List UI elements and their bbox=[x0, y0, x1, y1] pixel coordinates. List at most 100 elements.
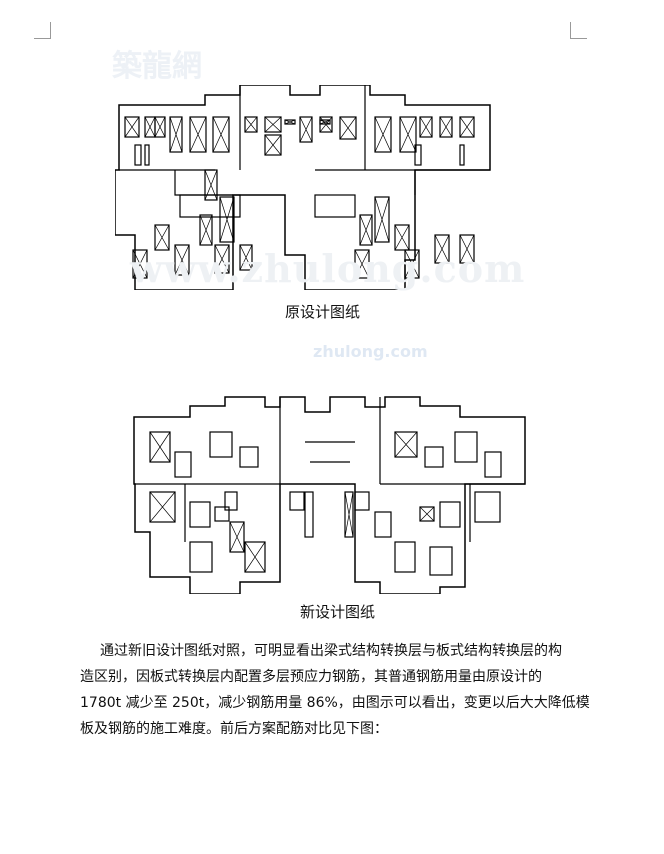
shaft-cross bbox=[394, 431, 418, 458]
paragraph-line: 通过新旧设计图纸对照，可明显看出梁式结构转换层与板式结构转换层的构 bbox=[100, 643, 562, 659]
shaft-cross bbox=[359, 214, 373, 246]
plan-room bbox=[344, 491, 354, 538]
plan-room bbox=[359, 214, 373, 246]
plan-room bbox=[179, 194, 241, 218]
paragraph-line: 板及钢筋的施工难度。前后方案配筋对比见下图： bbox=[80, 721, 388, 737]
plan-room bbox=[454, 431, 478, 463]
shaft-cross bbox=[154, 116, 166, 138]
plan-room bbox=[149, 431, 171, 463]
shaft-cross bbox=[394, 224, 410, 251]
plan-room bbox=[404, 249, 420, 279]
shaft-cross bbox=[149, 491, 176, 523]
plan-room bbox=[304, 491, 314, 538]
plan-room bbox=[289, 491, 305, 511]
shaft-cross bbox=[189, 116, 207, 153]
shaft-cross bbox=[299, 116, 313, 143]
shaft-cross bbox=[319, 119, 331, 125]
plan-room bbox=[459, 116, 475, 138]
plan-room bbox=[134, 144, 142, 166]
shaft-cross bbox=[149, 431, 171, 463]
shaft-cross bbox=[144, 116, 156, 138]
plan-room bbox=[394, 541, 416, 573]
watermark-small: zhulong.com bbox=[313, 342, 428, 361]
plan-room bbox=[374, 511, 392, 538]
plan-room bbox=[459, 234, 475, 264]
shaft-cross bbox=[419, 506, 435, 522]
plan-room bbox=[244, 541, 266, 573]
shaft-cross bbox=[459, 116, 475, 138]
plan-room bbox=[319, 119, 331, 125]
plan-room bbox=[154, 224, 170, 251]
shaft-cross bbox=[132, 249, 148, 279]
plan-room bbox=[484, 451, 502, 478]
plan-room bbox=[264, 116, 282, 133]
plan-room bbox=[459, 144, 465, 166]
shaft-cross bbox=[244, 116, 258, 133]
shaft-cross bbox=[419, 116, 433, 138]
plan-room bbox=[174, 244, 190, 276]
shaft-cross bbox=[374, 116, 392, 153]
plan-room bbox=[419, 506, 435, 522]
plan-room bbox=[429, 546, 453, 576]
watermark-logo: 築龍網 bbox=[112, 49, 202, 84]
plan-room bbox=[354, 249, 370, 279]
shaft-cross bbox=[214, 244, 230, 274]
shaft-cross bbox=[434, 234, 450, 264]
plan-room bbox=[299, 116, 313, 143]
plan-room bbox=[434, 234, 450, 264]
plan-room bbox=[394, 431, 418, 458]
shaft-cross bbox=[239, 244, 253, 271]
plan-room bbox=[399, 116, 417, 153]
plan-room bbox=[264, 134, 282, 156]
shaft-cross bbox=[284, 119, 296, 125]
paragraph-line: 造区别，因板式转换层内配置多层预应力钢筋，其普通钢筋用量由原设计的 bbox=[80, 669, 542, 685]
watermark-url: www.zhulong.com bbox=[130, 246, 526, 291]
page-corner-mark bbox=[570, 22, 587, 39]
plan-room bbox=[219, 196, 235, 243]
plan-room bbox=[239, 244, 253, 271]
plan-room bbox=[212, 116, 230, 153]
figure-caption-new: 新设计图纸 bbox=[300, 603, 376, 621]
shaft-cross bbox=[199, 214, 213, 246]
plan-room bbox=[199, 214, 213, 246]
plan-room bbox=[189, 541, 213, 573]
plan-room bbox=[354, 491, 370, 511]
plan-room bbox=[149, 491, 176, 523]
plan-room bbox=[374, 196, 390, 243]
plan-room bbox=[419, 116, 433, 138]
plan-room bbox=[209, 431, 233, 458]
plan-room bbox=[439, 501, 461, 528]
body-paragraph: 通过新旧设计图纸对照，可明显看出梁式结构转换层与板式结构转换层的构 造区别，因板… bbox=[80, 638, 590, 742]
plan-room bbox=[314, 194, 356, 218]
shaft-cross bbox=[174, 244, 190, 276]
shaft-cross bbox=[212, 116, 230, 153]
shaft-cross bbox=[264, 134, 282, 156]
shaft-cross bbox=[219, 196, 235, 243]
shaft-cross bbox=[169, 116, 183, 153]
plan-room bbox=[239, 446, 259, 468]
shaft-cross bbox=[459, 234, 475, 264]
shaft-cross bbox=[399, 116, 417, 153]
shaft-cross bbox=[229, 521, 245, 553]
plan-room bbox=[154, 116, 166, 138]
plan-room bbox=[224, 491, 238, 511]
shaft-cross bbox=[339, 116, 357, 140]
shaft-cross bbox=[344, 491, 354, 538]
original-design-floor-plan bbox=[115, 85, 491, 290]
shaft-cross bbox=[439, 116, 453, 138]
plan-room bbox=[439, 116, 453, 138]
plan-room bbox=[189, 116, 207, 153]
plan-room bbox=[244, 116, 258, 133]
new-design-floor-plan bbox=[133, 396, 526, 594]
plan-room bbox=[214, 244, 230, 274]
plan-room bbox=[169, 116, 183, 153]
plan-room bbox=[214, 506, 230, 522]
shaft-cross bbox=[244, 541, 266, 573]
plan-room bbox=[424, 446, 444, 468]
plan-room bbox=[174, 451, 192, 478]
plan-room bbox=[474, 491, 501, 523]
plan-room bbox=[124, 116, 140, 138]
plan-room bbox=[229, 521, 245, 553]
figure-caption-original: 原设计图纸 bbox=[285, 303, 361, 321]
plan-room bbox=[284, 119, 296, 125]
